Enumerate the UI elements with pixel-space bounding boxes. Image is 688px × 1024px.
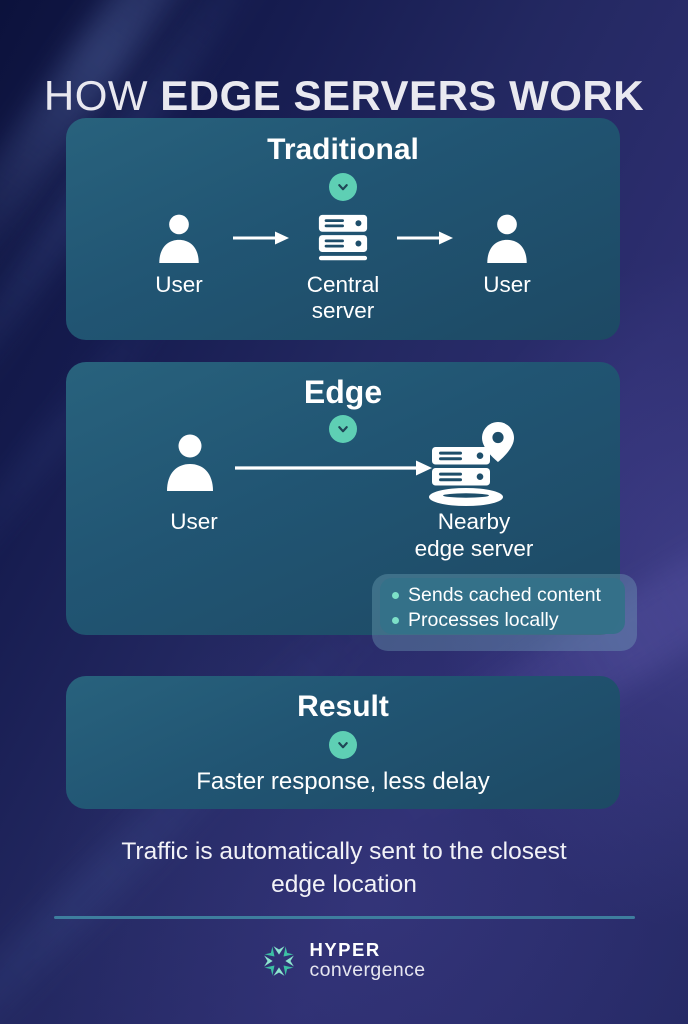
- callout-text: Processes locally: [408, 609, 559, 631]
- panel-result-title: Result: [297, 690, 389, 723]
- traditional-flow-row: User: [117, 211, 569, 325]
- callout-bullet-item: Processes locally: [392, 608, 615, 633]
- brand-text: HYPER convergence: [309, 939, 426, 981]
- chevron-down-icon: [329, 415, 357, 443]
- node-user-right: User: [445, 211, 569, 299]
- node-label: User: [155, 271, 203, 297]
- edge-server-label-line1: Nearby: [437, 509, 511, 534]
- hyperconvergence-starburst-icon: [262, 944, 296, 978]
- footer-note-line2: edge location: [271, 870, 417, 898]
- chevron-down-icon: [329, 172, 357, 201]
- callout-bullet-item: Sends cached content: [392, 583, 615, 608]
- footer-note-line1: Traffic is automatically sent to the clo…: [121, 838, 567, 865]
- user-icon: [162, 432, 226, 494]
- bullet-dot-icon: [392, 592, 399, 599]
- node-central-server: Central server: [281, 211, 405, 325]
- edge-user-label: User: [170, 509, 218, 534]
- arrow-right-icon: [396, 211, 454, 265]
- page-title-bold: EDGE SERVERS WORK: [160, 72, 645, 120]
- panel-traditional: Traditional User: [66, 118, 620, 340]
- node-label: User: [483, 271, 531, 297]
- arrow-right-icon: [234, 454, 434, 482]
- brand-name-bottom: convergence: [309, 958, 426, 981]
- panel-edge-title: Edge: [303, 374, 383, 410]
- footer-note: Traffic is automatically sent to the clo…: [0, 836, 688, 901]
- brand-logo: HYPER convergence: [0, 939, 688, 981]
- node-label: Central server: [306, 271, 380, 324]
- node-user-left: User: [117, 211, 241, 299]
- edge-server-label-line2: edge server: [414, 536, 534, 562]
- page-title-light: HOW: [43, 72, 149, 120]
- bullet-dot-icon: [392, 617, 399, 624]
- page-title: HOW EDGE SERVERS WORK: [0, 72, 688, 120]
- edge-benefits-callout: Sends cached content Processes locally: [372, 574, 637, 651]
- user-icon: [155, 211, 203, 265]
- arrow-right-icon: [232, 211, 290, 265]
- brand-name-top: HYPER: [309, 939, 381, 960]
- result-text: Faster response, less delay: [196, 767, 490, 795]
- panel-result: Result Faster response, less delay: [66, 676, 620, 809]
- footer-divider: [54, 916, 635, 919]
- chevron-down-icon: [329, 730, 357, 759]
- callout-text: Sends cached content: [408, 584, 601, 606]
- edge-server-location-pin-icon: [422, 420, 526, 508]
- user-icon: [483, 211, 531, 265]
- panel-traditional-title: Traditional: [267, 133, 419, 166]
- server-icon: [316, 211, 370, 265]
- edge-benefits-callout-inner: Sends cached content Processes locally: [380, 578, 625, 634]
